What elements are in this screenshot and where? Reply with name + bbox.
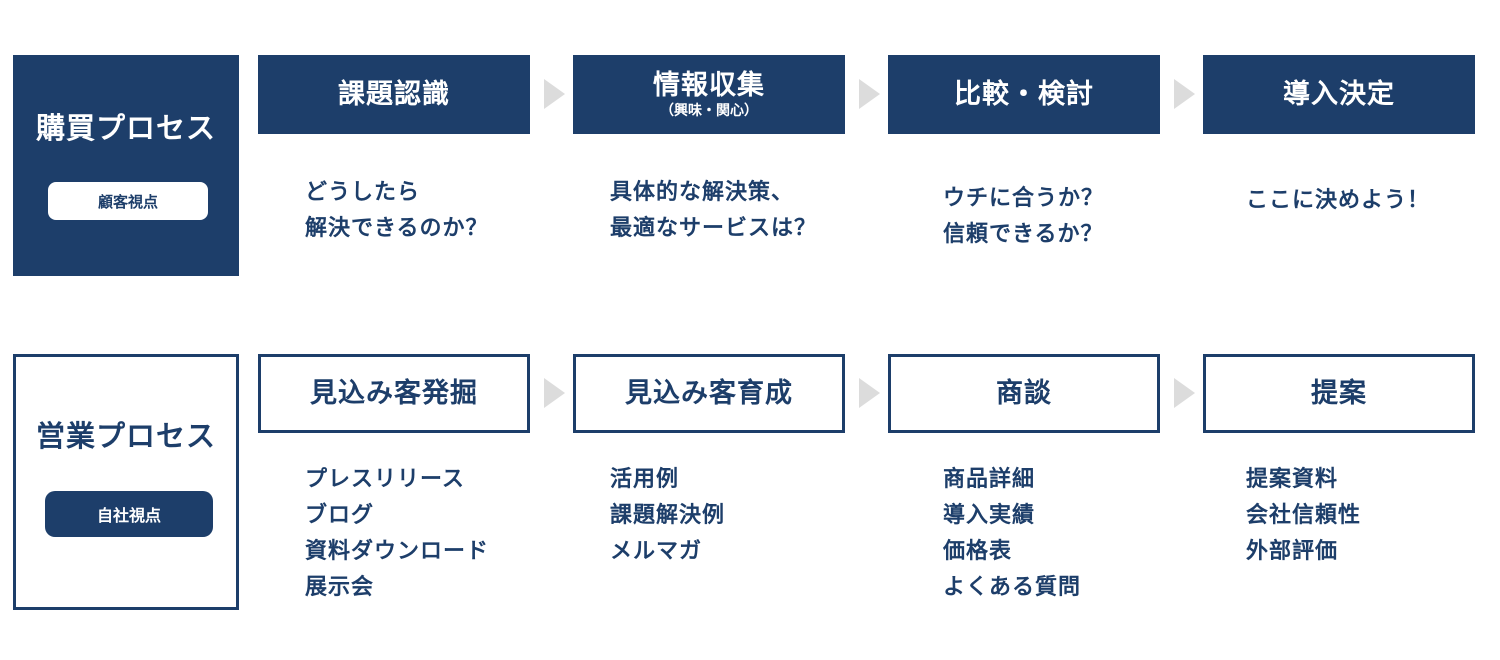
sales-step-1-label: 見込み客発掘 xyxy=(310,377,478,409)
list-item: プレスリリース xyxy=(305,467,465,492)
company-perspective-badge: 自社視点 xyxy=(45,491,213,537)
sales-step-3-label: 商談 xyxy=(996,377,1052,409)
purchase-text-line: 最適なサービスは？ xyxy=(610,216,818,241)
purchase-text-line: ここに決めよう！ xyxy=(1246,188,1431,213)
list-item: よくある質問 xyxy=(943,575,1082,600)
sales-list-4: 提案資料 会社信頼性 外部評価 xyxy=(1246,462,1361,570)
list-item: 価格表 xyxy=(943,539,1013,564)
list-item: 展示会 xyxy=(305,575,375,600)
list-item: 提案資料 xyxy=(1246,467,1339,492)
purchase-step-4-label: 導入決定 xyxy=(1283,78,1395,110)
purchase-step-4: 導入決定 xyxy=(1203,55,1475,134)
sales-step-3: 商談 xyxy=(888,354,1160,433)
arrow-right-icon xyxy=(859,378,880,408)
purchase-text-line: 解決できるのか？ xyxy=(305,216,489,241)
sales-step-2-label: 見込み客育成 xyxy=(625,377,793,409)
purchase-text-2: 具体的な解決策、 最適なサービスは？ xyxy=(610,175,817,247)
purchase-text-line: 信頼できるか？ xyxy=(943,222,1104,247)
list-item: 資料ダウンロード xyxy=(305,539,490,564)
sales-step-1: 見込み客発掘 xyxy=(258,354,530,433)
purchase-text-line: ウチに合うか？ xyxy=(943,186,1105,211)
list-item: 会社信頼性 xyxy=(1246,503,1362,528)
arrow-right-icon xyxy=(1174,79,1195,109)
purchase-process-title: 購買プロセス xyxy=(35,111,216,145)
arrow-right-icon xyxy=(859,79,880,109)
sales-process-header: 営業プロセス 自社視点 xyxy=(13,354,239,610)
sales-list-3: 商品詳細 導入実績 価格表 よくある質問 xyxy=(943,462,1081,606)
arrow-right-icon xyxy=(1174,378,1195,408)
purchase-text-4: ここに決めよう！ xyxy=(1246,183,1430,219)
purchase-step-2-label: 情報収集 xyxy=(653,69,765,101)
sales-step-4: 提案 xyxy=(1203,354,1475,433)
purchase-step-2: 情報収集 （興味・関心） xyxy=(573,55,845,134)
list-item: ブログ xyxy=(305,503,375,528)
purchase-step-3-label: 比較・検討 xyxy=(954,78,1094,110)
list-item: 課題解決例 xyxy=(610,503,726,528)
sales-step-2: 見込み客育成 xyxy=(573,354,845,433)
list-item: 導入実績 xyxy=(943,503,1036,528)
sales-list-1: プレスリリース ブログ 資料ダウンロード 展示会 xyxy=(305,462,489,606)
purchase-text-3: ウチに合うか？ 信頼できるか？ xyxy=(943,181,1104,253)
purchase-text-line: どうしたら xyxy=(305,180,421,205)
list-item: 活用例 xyxy=(610,467,680,492)
purchase-step-1: 課題認識 xyxy=(258,55,530,134)
sales-process-title: 営業プロセス xyxy=(35,419,216,453)
purchase-process-header: 購買プロセス 顧客視点 xyxy=(13,55,239,276)
arrow-right-icon xyxy=(544,378,565,408)
sales-step-4-label: 提案 xyxy=(1311,377,1367,409)
list-item: メルマガ xyxy=(610,539,703,564)
list-item: 商品詳細 xyxy=(943,467,1036,492)
purchase-text-1: どうしたら 解決できるのか？ xyxy=(305,175,489,247)
purchase-step-1-label: 課題認識 xyxy=(338,78,450,110)
purchase-step-2-sublabel: （興味・関心） xyxy=(660,102,758,119)
sales-list-2: 活用例 課題解決例 メルマガ xyxy=(610,462,725,570)
arrow-right-icon xyxy=(544,79,565,109)
purchase-text-line: 具体的な解決策、 xyxy=(610,180,795,205)
purchase-step-3: 比較・検討 xyxy=(888,55,1160,134)
list-item: 外部評価 xyxy=(1246,539,1339,564)
customer-perspective-badge: 顧客視点 xyxy=(48,182,208,220)
